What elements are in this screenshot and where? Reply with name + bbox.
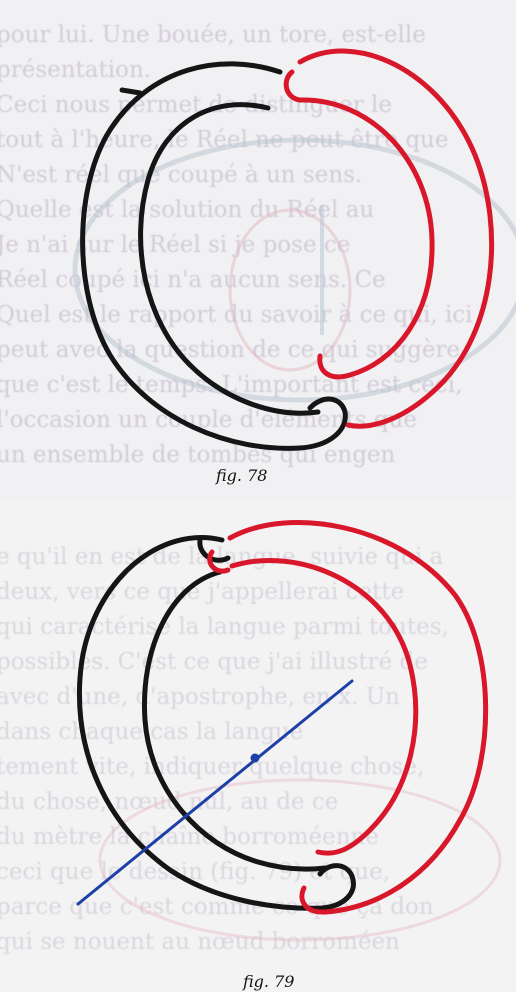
black-strand-79 xyxy=(79,538,353,909)
figure-78-caption: fig. 78 xyxy=(216,466,267,485)
figure-79-panel: e qu'il en est de la langue, suivie qui … xyxy=(0,500,516,992)
figure-79-drawing xyxy=(0,500,516,992)
blue-center-point xyxy=(251,754,260,763)
bleed-through-circle xyxy=(230,210,350,370)
figure-78-drawing xyxy=(0,0,516,500)
figure-79-caption: fig. 79 xyxy=(243,972,294,991)
red-strand-78 xyxy=(286,51,491,426)
red-strand-79 xyxy=(210,522,486,912)
